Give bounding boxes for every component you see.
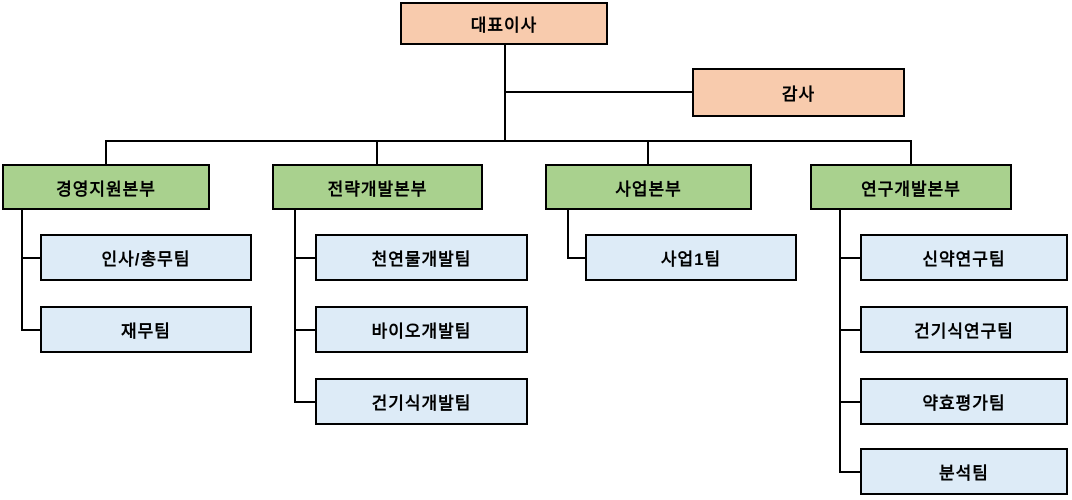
node-team-hff-development: 건기식개발팀 <box>315 378 528 425</box>
node-team-bio-development: 바이오개발팀 <box>315 306 528 353</box>
node-ceo: 대표이사 <box>400 2 608 45</box>
node-division-strategy-development: 전략개발본부 <box>272 164 483 210</box>
node-team-business-1: 사업1팀 <box>585 234 797 281</box>
connector-team-stub-1b <box>21 329 40 331</box>
connector-spine-2 <box>294 208 296 403</box>
connector-team-stub-3a <box>567 257 585 259</box>
connector-ceo-stem <box>504 45 506 141</box>
node-team-natural-products: 천연물개발팀 <box>315 234 528 281</box>
node-team-analysis: 분석팀 <box>860 448 1068 495</box>
connector-division-stub-3 <box>647 140 649 164</box>
node-team-efficacy-evaluation: 약효평가팀 <box>860 378 1068 425</box>
connector-team-stub-2a <box>294 257 315 259</box>
connector-team-stub-4b <box>839 329 860 331</box>
connector-spine-3 <box>567 208 569 259</box>
node-team-hff-research: 건기식연구팀 <box>860 306 1068 353</box>
connector-spine-1 <box>21 208 23 331</box>
connector-auditor-branch <box>505 91 692 93</box>
connector-division-stub-1 <box>105 140 107 164</box>
connector-team-stub-2b <box>294 329 315 331</box>
connector-main-rail <box>105 140 912 142</box>
connector-team-stub-4d <box>839 471 860 473</box>
node-team-hr-general-affairs: 인사/총무팀 <box>40 234 252 281</box>
node-division-business: 사업본부 <box>545 164 752 210</box>
node-auditor: 감사 <box>692 68 905 117</box>
connector-team-stub-4c <box>839 401 860 403</box>
connector-team-stub-4a <box>839 257 860 259</box>
node-division-rnd: 연구개발본부 <box>810 164 1012 210</box>
connector-division-stub-2 <box>376 140 378 164</box>
node-division-management-support: 경영지원본부 <box>2 164 210 210</box>
connector-team-stub-2c <box>294 401 315 403</box>
connector-division-stub-4 <box>910 140 912 164</box>
node-team-new-drug-research: 신약연구팀 <box>860 234 1068 281</box>
connector-team-stub-1a <box>21 257 40 259</box>
connector-spine-4 <box>839 208 841 473</box>
node-team-finance: 재무팀 <box>40 306 252 353</box>
